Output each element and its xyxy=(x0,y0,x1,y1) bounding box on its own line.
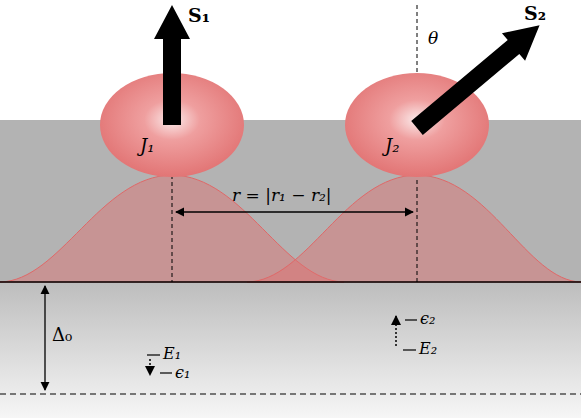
level-line xyxy=(405,319,417,320)
coupling-label: J₂ xyxy=(385,135,399,156)
gap-arrow xyxy=(44,286,45,390)
energy-label: ϵ₁ xyxy=(175,365,190,381)
band-bottom xyxy=(0,394,581,395)
level-line xyxy=(403,349,416,350)
level-line xyxy=(160,372,172,373)
gap-label: Δ₀ xyxy=(52,326,72,344)
impurity-ellipse: J₂ xyxy=(345,73,489,177)
energy-label: E₂ xyxy=(419,341,437,357)
distance-label: r = |r₁ − r₂| xyxy=(232,187,332,204)
gap-region xyxy=(0,282,581,418)
energy-label: ϵ₂ xyxy=(420,311,435,327)
upper-band xyxy=(0,120,581,282)
spin-label: S₁ xyxy=(188,6,210,25)
shift-arrow xyxy=(395,316,397,346)
impurity-ellipse: J₁ xyxy=(100,73,244,177)
distance-arrow xyxy=(176,211,413,212)
shift-arrow xyxy=(149,359,151,375)
angle-label: θ xyxy=(428,30,438,47)
spin-label: S₂ xyxy=(524,4,546,23)
band-edge xyxy=(0,281,581,283)
ellipse-shape xyxy=(100,73,244,177)
ellipse-shape xyxy=(345,73,489,177)
coupling-label: J₁ xyxy=(140,135,154,156)
dashed-axis xyxy=(172,175,173,282)
level-line xyxy=(147,354,160,355)
energy-label: E₁ xyxy=(163,346,181,362)
